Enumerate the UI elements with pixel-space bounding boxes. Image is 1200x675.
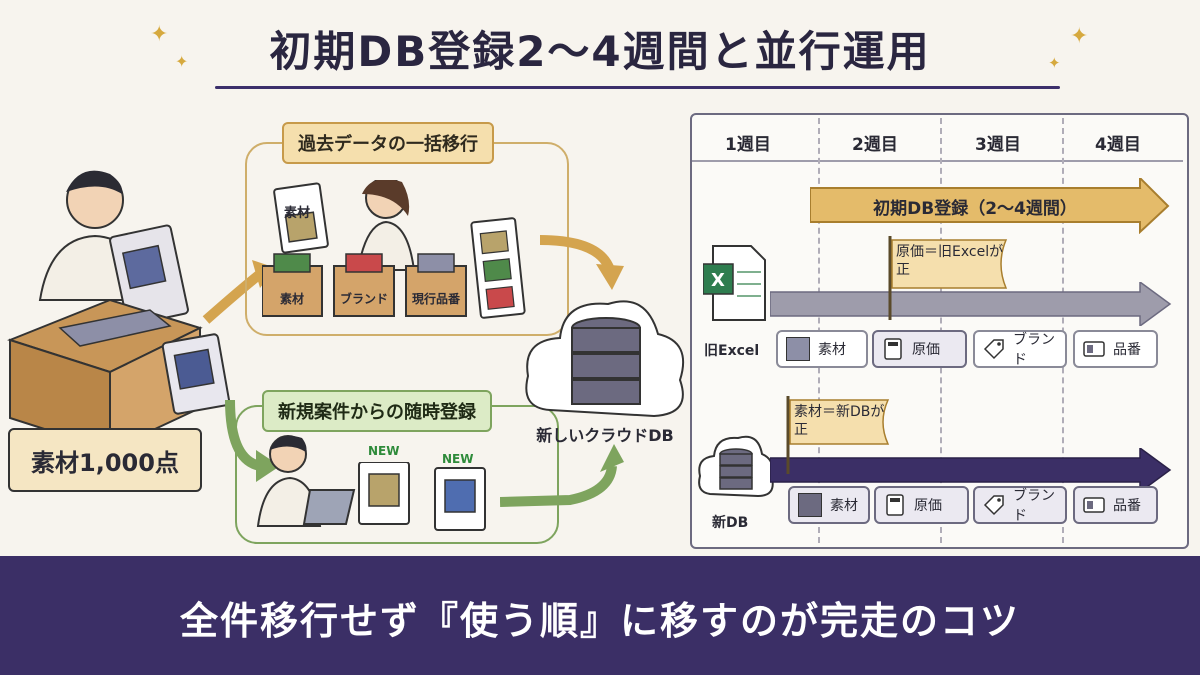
- sparkle-icon: ✦: [150, 22, 169, 47]
- footer-bar: [0, 556, 1200, 675]
- chip-brand: ブランド: [973, 486, 1067, 524]
- id-card-icon: [1083, 494, 1105, 516]
- chip-label: 品番: [1113, 342, 1141, 358]
- calculator-icon: [884, 494, 906, 516]
- card-stack-icon: [161, 333, 231, 415]
- week-header-divider: [692, 160, 1183, 162]
- chip-label: 原価: [912, 342, 940, 358]
- sparkle-icon: ✦: [1070, 24, 1089, 49]
- chip-cost: 原価: [872, 330, 967, 368]
- old-excel-arrow: [770, 282, 1172, 326]
- bulk-migration-label: 過去データの一括移行: [282, 122, 494, 164]
- new-db-flag: [786, 396, 890, 474]
- excel-file-icon: X: [703, 245, 766, 321]
- person-with-laptop-illustration: [256, 435, 356, 527]
- chip-material: 素材: [776, 330, 868, 368]
- box-label: 素材: [279, 292, 304, 306]
- box-label: ブランド: [339, 292, 388, 306]
- new-registration-label: 新規案件からの随時登録: [262, 390, 492, 432]
- sparkle-icon: ✦: [175, 52, 189, 71]
- initial-registration-arrow: [810, 178, 1170, 234]
- new-badge: NEW: [442, 452, 474, 466]
- chip-sku: 品番: [1073, 330, 1158, 368]
- week-label: 4週目: [1095, 135, 1141, 155]
- new-db-flag-text: 素材＝新DBが正: [794, 404, 885, 438]
- chip-label: 素材: [818, 342, 846, 358]
- new-db-label: 新DB: [712, 515, 749, 531]
- chip-label: ブランド: [1013, 332, 1055, 368]
- new-db-arrow: [770, 448, 1172, 492]
- chip-brand: ブランド: [973, 330, 1067, 368]
- chip-label: ブランド: [1013, 488, 1055, 524]
- new-badge: NEW: [368, 444, 400, 458]
- cloud-db-label: 新しいクラウドDB: [536, 426, 674, 445]
- chip-label: 素材: [830, 498, 858, 514]
- week-label: 2週目: [852, 135, 898, 155]
- person-with-box-illustration: [7, 170, 203, 450]
- week-label: 3週目: [975, 135, 1021, 155]
- svg-text:X: X: [711, 270, 725, 291]
- old-excel-flag-text: 原価＝旧Excelが正: [896, 244, 1004, 278]
- box-label: 現行品番: [411, 292, 460, 306]
- bulk-migration-illustration: [262, 180, 526, 319]
- tag-icon: [983, 494, 1005, 516]
- chip-label: 原価: [914, 498, 942, 514]
- fabric-swatch-icon: [786, 337, 810, 361]
- chip-label: 品番: [1113, 498, 1141, 514]
- title-underline: [215, 86, 1060, 89]
- arrows-to-cloud: [500, 235, 624, 507]
- footer-message: 全件移行せず『使う順』に移すのが完走のコツ: [179, 599, 1020, 643]
- fabric-swatch-icon: [798, 493, 822, 517]
- cloud-db-illustration: [525, 300, 685, 418]
- tag-icon: [983, 338, 1005, 360]
- new-db-cloud-icon: [698, 435, 774, 498]
- id-card-icon: [1083, 338, 1105, 360]
- chip-material: 素材: [788, 486, 870, 524]
- sparkle-icon: ✦: [1048, 54, 1061, 72]
- old-excel-label: 旧Excel: [704, 343, 760, 359]
- held-card-label: 素材: [284, 206, 311, 221]
- title-area: ✦ ✦ ✦ ✦ 初期DB登録2〜4週間と並行運用: [0, 0, 1200, 95]
- week-label: 1週目: [725, 135, 771, 155]
- new-material-cards: [358, 462, 486, 531]
- chip-sku: 品番: [1073, 486, 1158, 524]
- initial-registration-label: 初期DB登録（2〜4週間）: [873, 199, 1077, 219]
- old-excel-flag: [888, 236, 1008, 320]
- chip-cost: 原価: [874, 486, 969, 524]
- calculator-icon: [882, 338, 904, 360]
- page-title: 初期DB登録2〜4週間と並行運用: [269, 27, 931, 76]
- materials-count-label: 素材1,000点: [8, 428, 202, 492]
